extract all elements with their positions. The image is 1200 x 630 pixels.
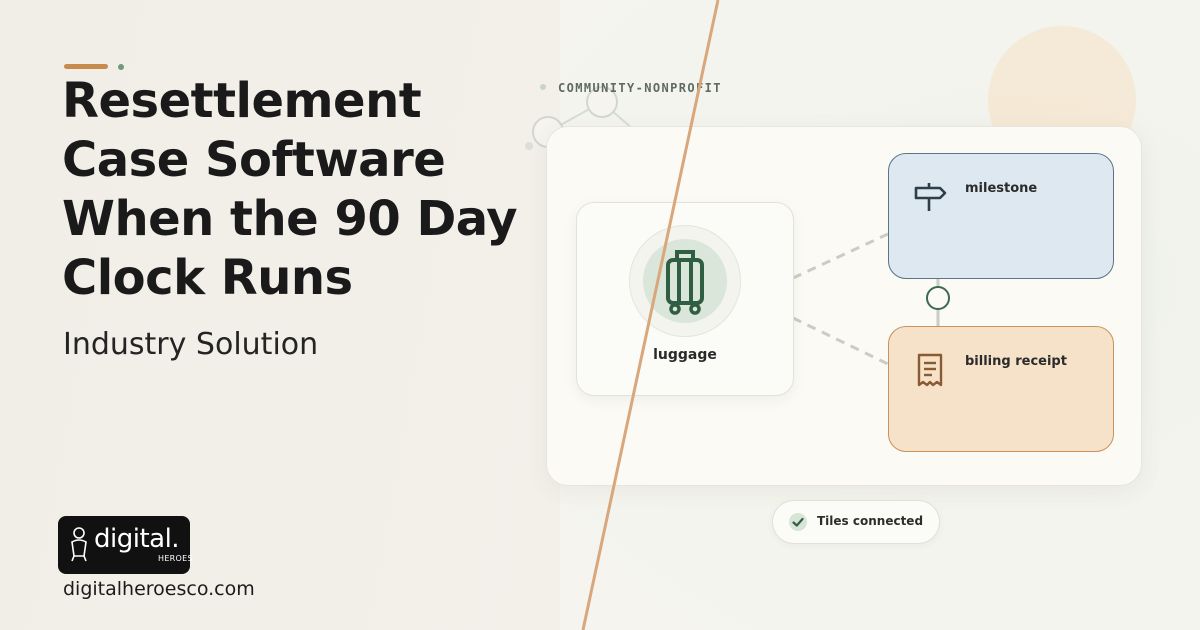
category-label: COMMUNITY-NONPROFIT	[558, 81, 722, 95]
hero-figure-icon	[71, 527, 87, 562]
receipt-icon	[917, 353, 943, 387]
logo-subtext: HEROES.	[158, 554, 196, 563]
tile-billing-receipt[interactable]: billing receipt	[888, 326, 1114, 452]
eyebrow-dot	[540, 84, 546, 90]
luggage-icon	[666, 250, 704, 315]
tile-luggage[interactable]: luggage	[576, 202, 794, 396]
connector-node	[926, 286, 950, 310]
page-subtitle: Industry Solution	[63, 327, 319, 362]
page-title: Resettlement Case Software When the 90 D…	[62, 73, 518, 306]
tile-luggage-label: luggage	[653, 347, 717, 363]
tile-billing-receipt-label: billing receipt	[965, 354, 1067, 369]
logo-wordmark: digital.	[94, 524, 180, 554]
signpost-icon	[914, 183, 947, 211]
tile-milestone[interactable]: milestone	[888, 153, 1114, 279]
check-icon	[789, 513, 807, 531]
website-url: digitalheroesco.com	[63, 578, 255, 600]
tile-milestone-label: milestone	[965, 181, 1038, 196]
status-badge: Tiles connected	[772, 500, 940, 544]
brand-logo: digital. HEROES.	[58, 516, 195, 574]
status-text: Tiles connected	[817, 514, 924, 528]
accent-bar	[64, 64, 108, 69]
accent-dot	[118, 64, 124, 70]
